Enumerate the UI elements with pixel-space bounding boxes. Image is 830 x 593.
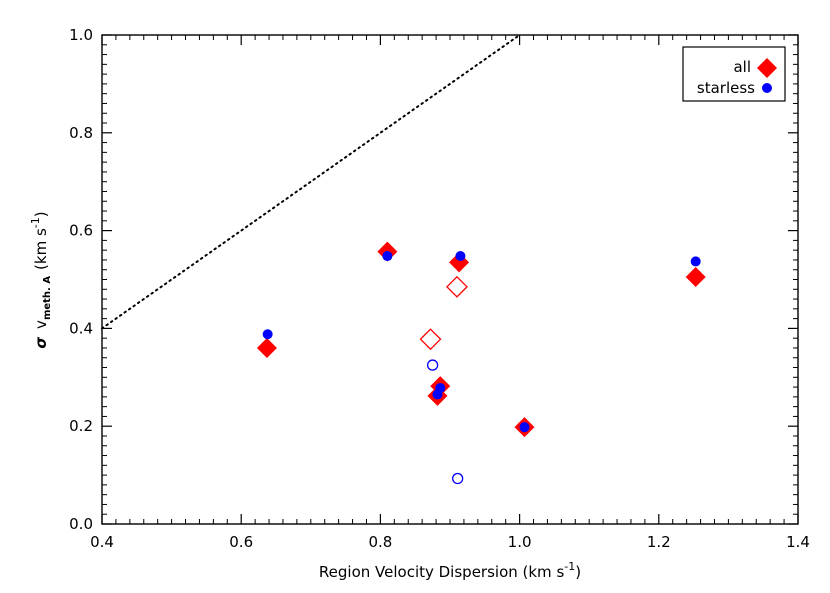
starless-circle-marker: [455, 251, 466, 262]
x-tick-label: 1.0: [508, 533, 532, 551]
legend-label-all: all: [733, 58, 751, 76]
axis-ticks: [101, 34, 799, 525]
y-axis-label: σvmeth. A(km s-1): [29, 211, 53, 348]
all-diamond-marker: [256, 337, 277, 358]
all-open-diamond-marker: [446, 275, 468, 298]
y-tick-label: 0.8: [69, 124, 93, 142]
starless-circle-marker: [690, 256, 701, 267]
y-tick-label: 1.0: [69, 26, 93, 44]
x-tick-label: 1.4: [786, 533, 810, 551]
x-tick-label: 0.4: [90, 533, 114, 551]
all-open-diamond-marker: [419, 328, 442, 351]
one-to-one-dotted-line: [101, 34, 521, 330]
legend-marker-all: [757, 58, 777, 78]
legend: all starless: [682, 46, 786, 102]
all-diamond-marker: [685, 267, 706, 288]
y-tick-label: 0.0: [69, 515, 93, 533]
starless-circle-marker: [519, 422, 530, 433]
legend-label-starless: starless: [697, 79, 755, 97]
reference-line: [101, 34, 521, 330]
starless-open-circle-marker: [452, 472, 464, 485]
y-tick-label: 0.2: [69, 417, 93, 435]
starless-circle-marker: [262, 329, 273, 340]
x-tick-label: 1.2: [647, 533, 671, 551]
x-tick-label: 0.8: [368, 533, 392, 551]
x-tick-label: 0.6: [229, 533, 253, 551]
tick-labels: 0.4 0.6 0.8 1.0 1.2 1.4 0.0 0.2 0.4 0.6 0.8 1.0: [69, 26, 810, 551]
starless-circle-marker: [432, 389, 443, 400]
starless-circle-marker: [382, 251, 393, 262]
legend-marker-starless: [762, 83, 772, 93]
starless-open-circle-marker: [426, 359, 439, 371]
y-tick-label: 0.6: [69, 222, 93, 240]
data-marks: [256, 241, 706, 485]
x-axis-label: Region Velocity Dispersion (km s-1): [319, 560, 581, 581]
y-tick-label: 0.4: [69, 319, 93, 337]
